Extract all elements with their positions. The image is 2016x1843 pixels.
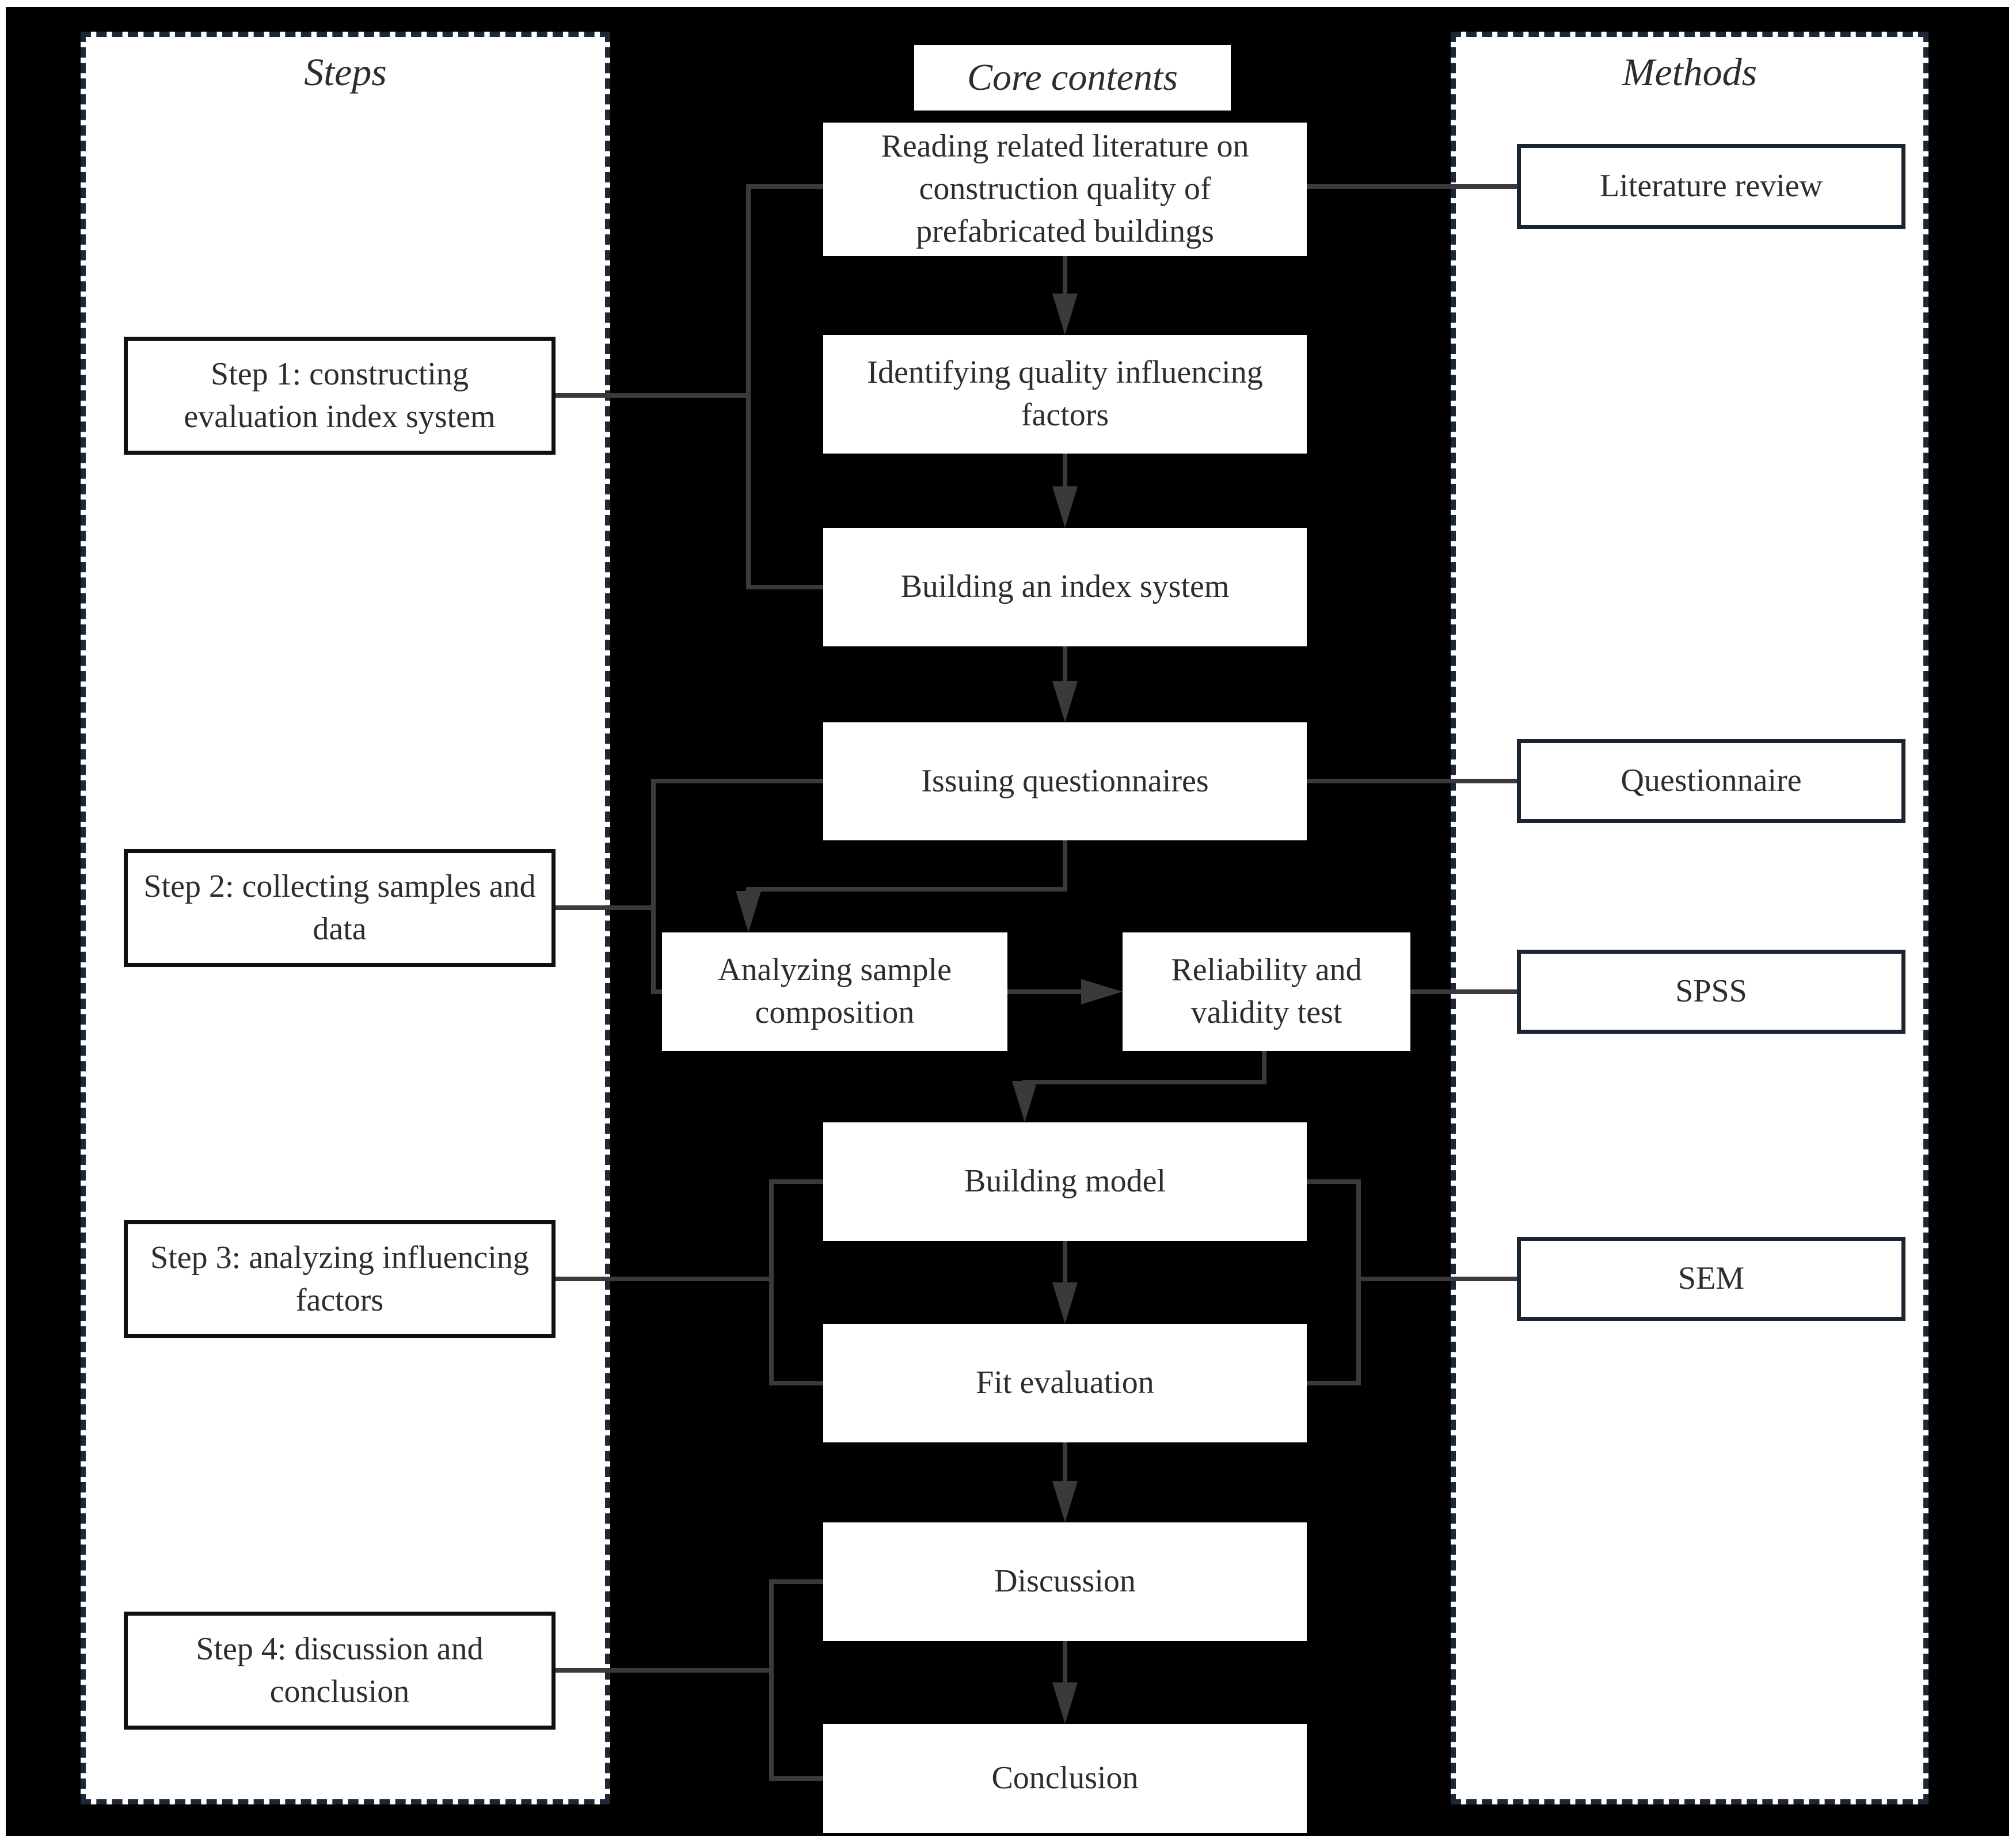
connector-step4-branch-discussion (771, 1579, 823, 1584)
connector-step4-branch-conclusion (771, 1776, 823, 1781)
flow-box-fit-label: Fit evaluation (976, 1365, 1154, 1401)
connector-step2-spine (651, 779, 656, 994)
arrow-issuing-analyzing-head (736, 891, 761, 932)
flow-box-index-system: Building an index system (823, 528, 1307, 646)
connector-issuing-questionnaire (1307, 779, 1517, 783)
method-box-spss: SPSS (1517, 950, 1905, 1034)
flow-box-issuing-label: Issuing questionnaires (921, 763, 1209, 799)
flow-box-identifying-label: Identifying quality influencing factors (867, 355, 1263, 433)
step4-label: Step 4: discussion and conclusion (196, 1631, 484, 1709)
step3-label: Step 3: analyzing influencing factors (150, 1239, 529, 1318)
flow-box-index-label: Building an index system (900, 569, 1230, 605)
step1-label: Step 1: constructing evaluation index sy… (184, 356, 496, 435)
arrow-reading-identifying-stem (1063, 256, 1067, 296)
connector-sem-horizontal (1359, 1277, 1517, 1281)
connector-step1-branch-reading (748, 184, 823, 189)
methods-panel (1451, 32, 1928, 1804)
method-literature-label: Literature review (1599, 168, 1823, 204)
core-contents-column-title: Core contents (914, 45, 1231, 111)
arrow-issuing-analyzing-jog (746, 887, 1067, 892)
arrow-fit-discussion-head (1052, 1481, 1078, 1522)
flow-box-discussion: Discussion (823, 1522, 1307, 1641)
arrow-analyzing-reliability-stem (1007, 989, 1082, 994)
arrow-discussion-conclusion-head (1052, 1682, 1078, 1724)
connector-step3-spine (769, 1179, 774, 1385)
step1-box: Step 1: constructing evaluation index sy… (124, 337, 556, 455)
step3-box: Step 3: analyzing influencing factors (124, 1220, 556, 1338)
connector-step4-horizontal (556, 1668, 771, 1673)
steps-column-title: Steps (304, 50, 387, 94)
connector-step1-branch-index (748, 585, 823, 589)
arrow-discussion-conclusion-stem (1063, 1641, 1067, 1685)
flow-box-discussion-label: Discussion (994, 1563, 1136, 1600)
flow-box-identifying-factors: Identifying quality influencing factors (823, 335, 1307, 454)
arrow-issuing-analyzing-stem1 (1063, 840, 1067, 892)
arrow-reliability-model-stem1 (1262, 1051, 1266, 1084)
flow-box-building-model: Building model (823, 1122, 1307, 1241)
arrow-analyzing-reliability-head (1081, 979, 1123, 1004)
flow-box-model-label: Building model (964, 1163, 1166, 1200)
method-sem-label: SEM (1678, 1261, 1745, 1297)
flow-box-analyzing-sample: Analyzing sample composition (662, 932, 1007, 1051)
arrow-reliability-model-head (1012, 1081, 1037, 1122)
connector-step2-branch-issuing (653, 779, 823, 783)
arrow-model-fit-head (1052, 1282, 1078, 1324)
method-box-literature-review: Literature review (1517, 144, 1905, 229)
connector-fit-sem-branch (1307, 1381, 1359, 1385)
connector-sem-spine (1356, 1179, 1361, 1385)
connector-model-sem-branch (1307, 1179, 1359, 1184)
arrow-index-issuing-stem (1063, 646, 1067, 683)
connector-step2-horizontal (556, 905, 653, 910)
flow-box-issuing-questionnaires: Issuing questionnaires (823, 722, 1307, 840)
arrow-model-fit-stem (1063, 1241, 1067, 1285)
connector-step1-horizontal (556, 393, 748, 398)
flow-box-conclusion: Conclusion (823, 1724, 1307, 1833)
connector-reading-literature-review (1307, 184, 1517, 189)
method-questionnaire-label: Questionnaire (1621, 763, 1802, 799)
flow-box-reading-literature: Reading related literature on constructi… (823, 123, 1307, 256)
connector-step3-branch-fit (771, 1381, 823, 1385)
arrow-fit-discussion-stem (1063, 1442, 1067, 1483)
arrow-identifying-index-head (1052, 486, 1078, 528)
step2-box: Step 2: collecting samples and data (124, 849, 556, 967)
connector-step4-spine (769, 1579, 774, 1781)
arrow-index-issuing-head (1052, 681, 1078, 722)
connector-reliability-spss (1410, 989, 1517, 994)
flow-box-fit-evaluation: Fit evaluation (823, 1324, 1307, 1442)
arrow-identifying-index-stem (1063, 454, 1067, 489)
method-box-questionnaire: Questionnaire (1517, 739, 1905, 823)
step2-label: Step 2: collecting samples and data (143, 868, 536, 947)
flow-box-reading-label: Reading related literature on constructi… (881, 128, 1249, 249)
arrow-reading-identifying-head (1052, 294, 1078, 335)
flow-box-analyzing-label: Analyzing sample composition (718, 952, 952, 1030)
method-box-sem: SEM (1517, 1237, 1905, 1321)
step4-box: Step 4: discussion and conclusion (124, 1612, 556, 1730)
flow-box-conclusion-label: Conclusion (991, 1760, 1139, 1796)
method-spss-label: SPSS (1675, 973, 1747, 1010)
connector-step1-spine (746, 184, 751, 589)
connector-step3-branch-model (771, 1179, 823, 1184)
arrow-reliability-model-jog (1022, 1080, 1266, 1084)
methods-column-title: Methods (1622, 50, 1758, 94)
flow-box-reliability-validity: Reliability and validity test (1123, 932, 1410, 1051)
connector-step3-horizontal (556, 1277, 771, 1281)
flow-box-reliability-label: Reliability and validity test (1171, 952, 1362, 1030)
